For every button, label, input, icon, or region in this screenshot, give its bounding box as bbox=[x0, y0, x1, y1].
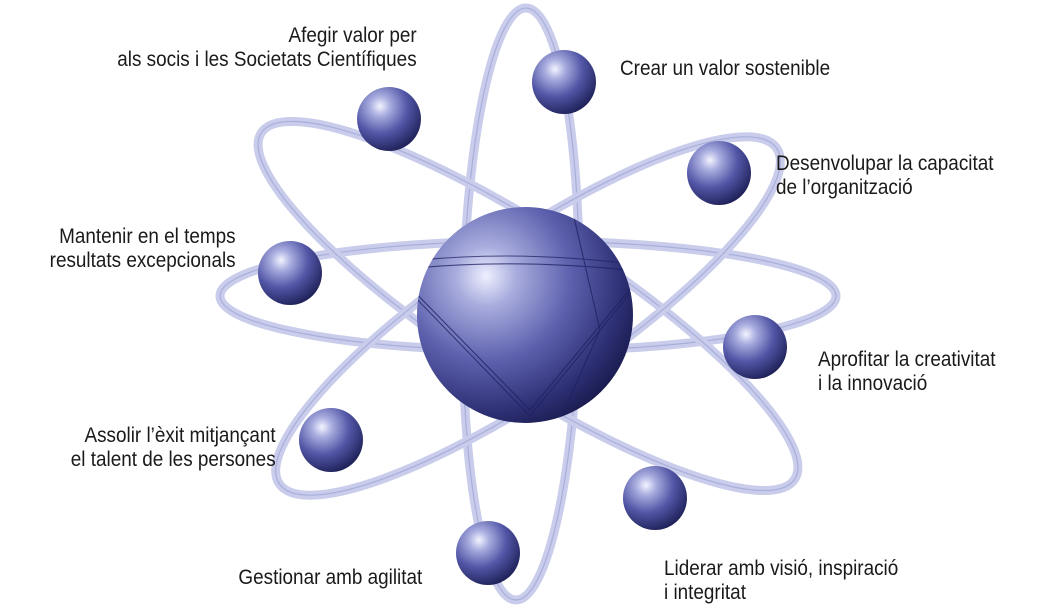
sphere-exceptional-results bbox=[258, 241, 322, 305]
label-line: Gestionar amb agilitat bbox=[238, 566, 422, 590]
label-leadership: Liderar amb visió, inspiració i integrit… bbox=[664, 557, 898, 605]
label-line: el talent de les persones bbox=[71, 448, 276, 472]
label-sustainable-value: Crear un valor sostenible bbox=[620, 57, 830, 81]
label-line: de l’organització bbox=[776, 176, 993, 200]
label-line: Assolir l’èxit mitjançant bbox=[71, 424, 276, 448]
label-line: als socis i les Societats Científiques bbox=[118, 48, 417, 72]
label-agility: Gestionar amb agilitat bbox=[238, 566, 422, 590]
label-value-members: Afegir valor per als socis i les Societa… bbox=[118, 24, 417, 72]
sphere-people-talent bbox=[299, 408, 363, 472]
label-line: resultats excepcionals bbox=[50, 249, 236, 273]
label-organisation-capacity: Desenvolupar la capacitat de l’organitza… bbox=[776, 152, 993, 200]
sphere-value-members bbox=[357, 87, 421, 151]
sphere-creativity-innovation bbox=[723, 315, 787, 379]
label-line: Afegir valor per bbox=[118, 24, 417, 48]
label-creativity-innovation: Aprofitar la creativitat i la innovació bbox=[818, 348, 996, 396]
label-line: Crear un valor sostenible bbox=[620, 57, 830, 81]
label-people-talent: Assolir l’èxit mitjançant el talent de l… bbox=[71, 424, 276, 472]
sphere-organisation-capacity bbox=[687, 141, 751, 205]
label-line: i la innovació bbox=[818, 372, 996, 396]
label-line: Aprofitar la creativitat bbox=[818, 348, 996, 372]
sphere-agility bbox=[456, 521, 520, 585]
sphere-sustainable-value bbox=[532, 50, 596, 114]
sphere-leadership bbox=[623, 466, 687, 530]
central-sphere bbox=[405, 200, 650, 423]
label-line: Liderar amb visió, inspiració bbox=[664, 557, 898, 581]
label-line: Mantenir en el temps bbox=[50, 225, 236, 249]
label-exceptional-results: Mantenir en el temps resultats excepcion… bbox=[50, 225, 236, 273]
label-line: i integritat bbox=[664, 581, 898, 605]
label-line: Desenvolupar la capacitat bbox=[776, 152, 993, 176]
